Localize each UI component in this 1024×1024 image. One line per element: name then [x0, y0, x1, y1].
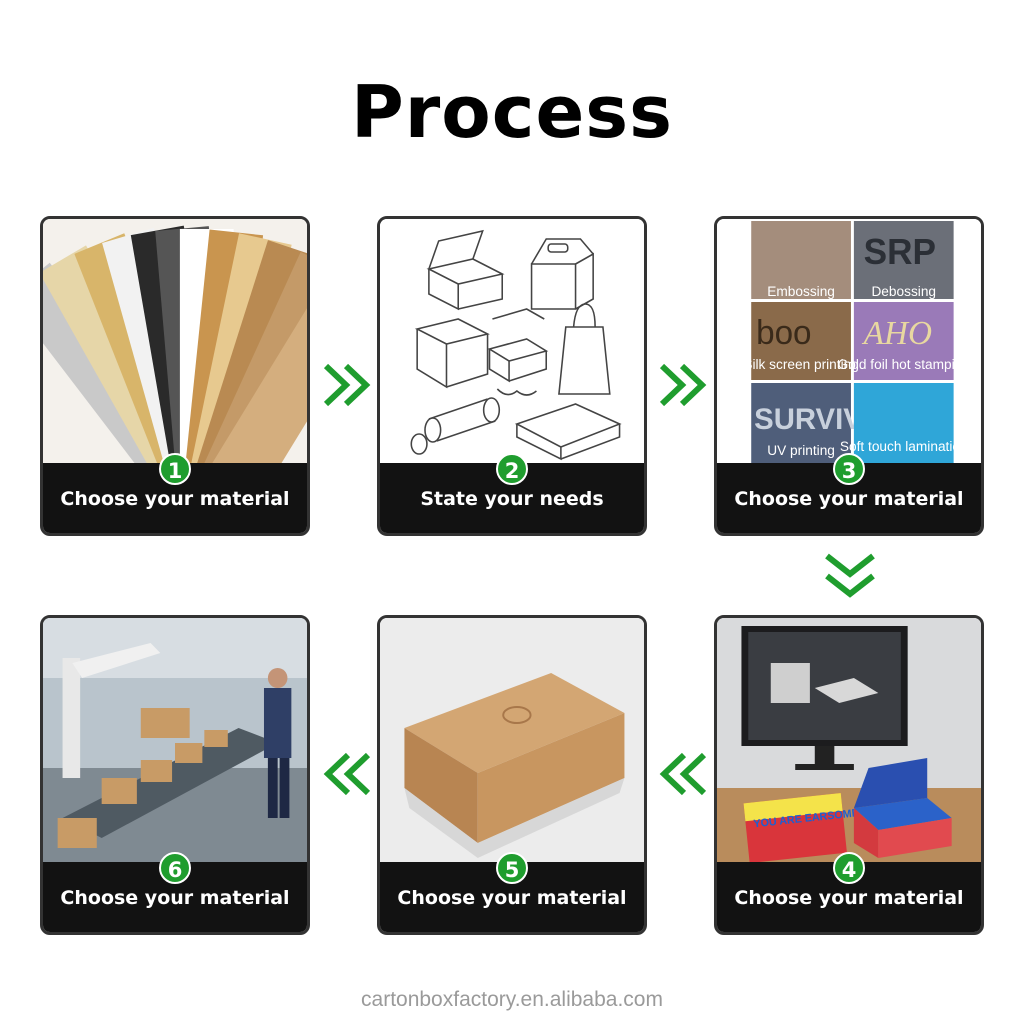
footer-url: cartonboxfactory.en.alibaba.com	[361, 988, 663, 1011]
step-card-4[interactable]: YOU ARE EARSOME 4 Choose your material	[714, 615, 984, 935]
step-card-3[interactable]: SRP boo AHO SURVIV Embossing Debossing S…	[714, 216, 984, 536]
finish-options-grid: SRP boo AHO SURVIV Embossing Debossing S…	[717, 219, 981, 467]
step-number-badge: 2	[496, 453, 528, 485]
step-card-2[interactable]: 2 State your needs	[377, 216, 647, 536]
finish-label-uv: UV printing	[767, 442, 835, 458]
step-number-badge: 3	[833, 453, 865, 485]
svg-text:SRP: SRP	[864, 232, 936, 272]
finish-label-debossing: Debossing	[871, 283, 936, 299]
finish-label-silk-screen: Silk screen printing	[743, 356, 859, 372]
double-chevron-icon	[825, 553, 875, 598]
step-label: Choose your material	[380, 862, 644, 932]
double-chevron-icon	[659, 752, 707, 796]
factory-line-image	[43, 618, 307, 866]
step-label: Choose your material	[717, 463, 981, 533]
finish-label-embossing: Embossing	[767, 283, 835, 299]
kraft-box-image	[380, 618, 644, 866]
double-chevron-icon	[323, 752, 371, 796]
box-sketches-image	[380, 219, 644, 467]
double-chevron-icon	[659, 363, 707, 407]
step-label: Choose your material	[717, 862, 981, 932]
material-samples-image	[43, 219, 307, 467]
step-number-badge: 1	[159, 453, 191, 485]
page-title: Process	[351, 70, 673, 154]
double-chevron-icon	[323, 363, 371, 407]
finish-label-gold-foil: Gold foil hot stamping	[838, 356, 970, 372]
finish-label-soft-touch: Soft touch lamination	[840, 438, 968, 454]
svg-text:SURVIV: SURVIV	[754, 403, 863, 436]
step-card-1[interactable]: 1 Choose your material	[40, 216, 310, 536]
step-number-badge: 6	[159, 852, 191, 884]
step-card-6[interactable]: 6 Choose your material	[40, 615, 310, 935]
step-number-badge: 4	[833, 852, 865, 884]
step-card-5[interactable]: 5 Choose your material	[377, 615, 647, 935]
step-number-badge: 5	[496, 852, 528, 884]
svg-text:AHO: AHO	[862, 315, 932, 352]
design-desk-image: YOU ARE EARSOME	[717, 618, 981, 866]
svg-text:boo: boo	[756, 315, 811, 352]
